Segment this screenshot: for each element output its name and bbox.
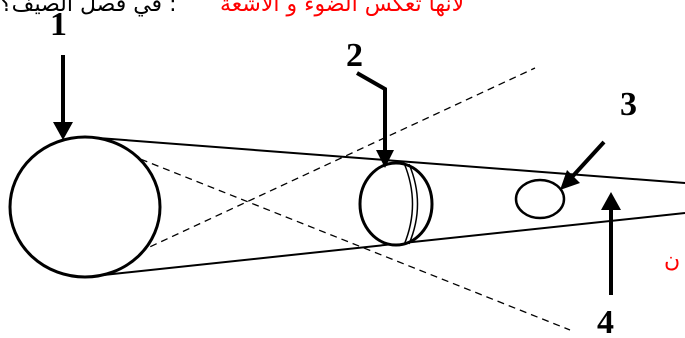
dashed-line-down xyxy=(84,136,571,331)
label-2: 2 xyxy=(346,37,363,74)
header-text: في فصل الصيف؟ : لأنها تعكس الضوء و الأشع… xyxy=(0,0,464,17)
earth-circle xyxy=(358,161,434,247)
arrow-1-head xyxy=(53,122,73,140)
dashed-penumbra-lines xyxy=(84,67,571,331)
arrow-3-head xyxy=(560,170,580,190)
moon-circle xyxy=(514,178,566,220)
label-4: 4 xyxy=(597,304,614,338)
sun xyxy=(8,135,162,279)
arrow-3 xyxy=(570,140,606,179)
header-text-red: لأنها تعكس الضوء و الأشعة xyxy=(220,0,464,17)
arrow-2 xyxy=(356,71,387,155)
sun-circle xyxy=(8,135,162,279)
label-1: 1 xyxy=(50,6,67,43)
side-note-text: ن xyxy=(664,248,680,273)
label-3: 3 xyxy=(620,86,637,123)
header-text-black: في فصل الصيف؟ : xyxy=(0,0,176,17)
moon xyxy=(514,178,566,220)
earth-meridian-1 xyxy=(403,162,414,246)
lower-solid-line xyxy=(84,212,685,278)
dashed-line-up xyxy=(84,67,536,278)
earth-meridian-2 xyxy=(408,163,419,245)
earth xyxy=(358,161,434,247)
arrow-4-head xyxy=(601,192,621,210)
pointer-arrows xyxy=(53,55,621,295)
arrow-2-head xyxy=(376,150,394,168)
